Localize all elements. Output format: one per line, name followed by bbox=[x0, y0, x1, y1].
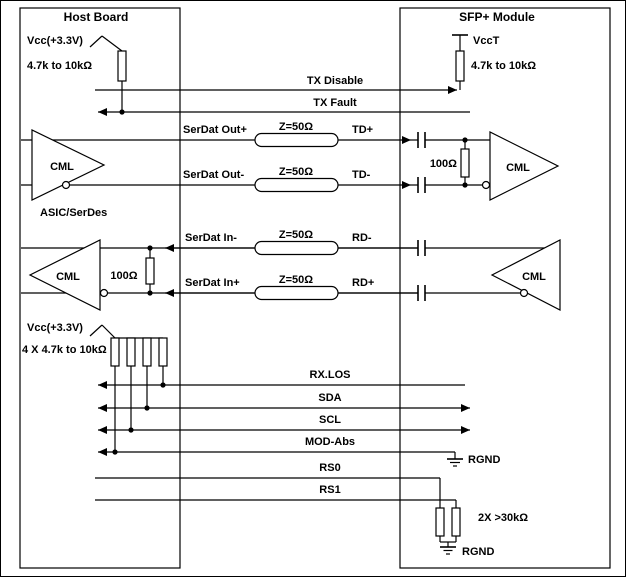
module-rx-cml-label: CML bbox=[522, 271, 546, 283]
rs-pulldown-value: 2X >30kΩ bbox=[478, 512, 528, 524]
tx-plus-transmission-line bbox=[254, 132, 339, 148]
host-rx-cml-buffer bbox=[28, 239, 101, 311]
tx-minus-transmission-line bbox=[254, 177, 339, 193]
td-p-label: TD+ bbox=[352, 124, 373, 136]
tx-disable-label: TX Disable bbox=[307, 75, 363, 87]
rgnd-label: RGND bbox=[462, 546, 494, 558]
z50-label: Z=50Ω bbox=[279, 121, 313, 133]
rs0-label: RS0 bbox=[319, 462, 340, 474]
pullup-resistor bbox=[142, 337, 152, 367]
ground-symbol bbox=[440, 546, 456, 555]
vcc-tick bbox=[89, 35, 103, 48]
rs0-pulldown-resistor bbox=[435, 507, 445, 537]
host-board-title: Host Board bbox=[64, 10, 129, 24]
tx-fault-wire: TX Fault bbox=[98, 97, 470, 116]
scl-label: SCL bbox=[319, 414, 341, 426]
module-tx-cml-label: CML bbox=[506, 162, 530, 174]
serdat-in-p-label: SerDat In+ bbox=[185, 277, 240, 289]
sda-label: SDA bbox=[318, 392, 341, 404]
tx-disable-wire: TX Disable bbox=[95, 75, 457, 94]
vcct-label: VccT bbox=[473, 35, 500, 47]
rs0-wire: RS0 bbox=[95, 462, 441, 508]
td-n-label: TD- bbox=[352, 169, 371, 181]
module-vcct-pullup: VccT 4.7k to 10kΩ bbox=[452, 34, 536, 90]
module-tx-cml-buffer bbox=[489, 131, 560, 201]
junction-dots bbox=[112, 109, 468, 455]
sfp-module-box bbox=[399, 7, 611, 569]
serdat-in-n-label: SerDat In- bbox=[185, 232, 237, 244]
rd-p-label: RD+ bbox=[352, 277, 374, 289]
rs1-pulldown-resistor bbox=[451, 507, 461, 537]
vcc-feed-wire bbox=[101, 35, 123, 52]
vcc-tick bbox=[89, 324, 103, 337]
module-tx-termination-resistor bbox=[460, 148, 470, 178]
rgnd-label: RGND bbox=[468, 454, 500, 466]
module-tx-termination-label: 100Ω bbox=[430, 158, 457, 170]
vcc-top-label: Vcc(+3.3V) bbox=[27, 35, 83, 47]
z50-label: Z=50Ω bbox=[279, 274, 313, 286]
rs-pulldown-network: 2X >30kΩ RGND bbox=[435, 507, 528, 558]
mod-abs-wire: MOD-Abs RGND bbox=[98, 436, 500, 467]
host-pullups-bottom: Vcc(+3.3V) 4 X 4.7k to 10kΩ bbox=[22, 322, 168, 452]
z50-label: Z=50Ω bbox=[279, 166, 313, 178]
pullup-resistor bbox=[126, 337, 136, 367]
host-rx-termination-label: 100Ω bbox=[110, 270, 137, 282]
z50-label: Z=50Ω bbox=[279, 229, 313, 241]
rx-los-label: RX.LOS bbox=[310, 369, 351, 381]
rx-minus-transmission-line bbox=[254, 240, 339, 256]
asic-serdes-label: ASIC/SerDes bbox=[40, 207, 107, 219]
vcct-resistor bbox=[455, 50, 465, 82]
vcc-bottom-label: Vcc(+3.3V) bbox=[27, 322, 83, 334]
host-rx-cml-label: CML bbox=[56, 271, 80, 283]
inverting-input-bubble bbox=[481, 180, 491, 190]
pullup-resistor bbox=[117, 50, 127, 82]
pullup-resistor bbox=[158, 337, 168, 367]
vcc-feed-wire bbox=[101, 324, 116, 339]
rx-differential-pair: CML CML Z=50Ω Z=50Ω 100Ω SerDat In- SerD… bbox=[21, 229, 561, 311]
vcc-bottom-value: 4 X 4.7k to 10kΩ bbox=[22, 344, 107, 356]
inverting-input-bubble bbox=[99, 288, 109, 298]
vcct-value: 4.7k to 10kΩ bbox=[471, 60, 536, 72]
inverting-output-bubble bbox=[61, 180, 71, 190]
tx-fault-label: TX Fault bbox=[313, 97, 357, 109]
rs1-label: RS1 bbox=[319, 484, 340, 496]
sfp-module-title: SFP+ Module bbox=[459, 10, 535, 24]
host-tx-cml-label: CML bbox=[50, 161, 74, 173]
ground-symbol bbox=[447, 458, 463, 467]
vcc-top-value: 4.7k to 10kΩ bbox=[27, 60, 92, 72]
sda-wire: SDA bbox=[98, 392, 470, 412]
mod-abs-label: MOD-Abs bbox=[305, 436, 355, 448]
rd-n-label: RD- bbox=[352, 232, 372, 244]
scl-wire: SCL bbox=[98, 414, 470, 434]
serdat-out-n-label: SerDat Out- bbox=[183, 169, 244, 181]
rx-plus-transmission-line bbox=[254, 285, 339, 301]
serdat-out-p-label: SerDat Out+ bbox=[183, 124, 247, 136]
host-rx-termination-resistor bbox=[145, 257, 155, 285]
host-pullup-top: Vcc(+3.3V) 4.7k to 10kΩ bbox=[27, 35, 127, 112]
rx-los-wire: RX.LOS bbox=[98, 369, 465, 389]
rs1-wire: RS1 bbox=[95, 484, 457, 508]
pullup-resistor bbox=[110, 337, 120, 367]
inverting-output-bubble bbox=[519, 288, 529, 298]
tx-differential-pair: CML CML Z=50Ω Z=50Ω 100Ω SerDat Out+ Ser… bbox=[21, 121, 560, 201]
